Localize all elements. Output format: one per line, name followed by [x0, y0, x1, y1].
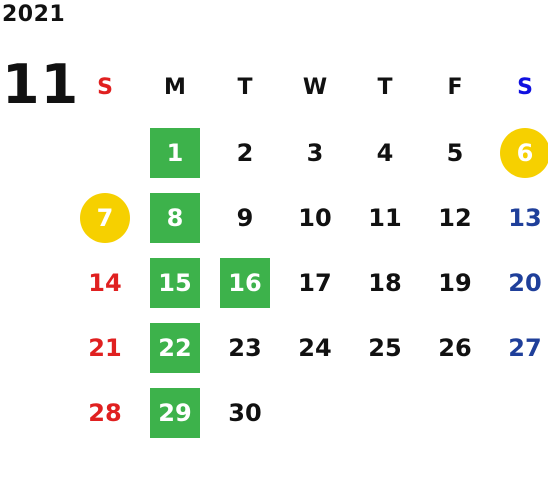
day-number: 27 — [508, 333, 542, 362]
day-number: 20 — [508, 268, 542, 297]
day-number: 10 — [298, 203, 332, 232]
day-number: 19 — [438, 268, 472, 297]
weekday-saturday: S — [517, 75, 533, 100]
day-cell — [490, 380, 548, 445]
day-cell: 30 — [210, 380, 280, 445]
weekday-monday: M — [164, 75, 186, 100]
day-cell: 4 — [350, 120, 420, 185]
day-cell: 20 — [490, 250, 548, 315]
day-number: 6 — [500, 127, 548, 178]
day-number: 3 — [306, 138, 324, 167]
day-cell: 12 — [420, 185, 490, 250]
day-number: 14 — [88, 268, 122, 297]
day-number: 7 — [80, 192, 130, 243]
day-cell: 19 — [420, 250, 490, 315]
day-number: 4 — [376, 138, 394, 167]
day-number: 23 — [228, 333, 262, 362]
day-cell: 7 — [70, 185, 140, 250]
day-number: 18 — [368, 268, 402, 297]
day-cell: 14 — [70, 250, 140, 315]
weekday-thursday: T — [377, 75, 393, 100]
day-cell: 18 — [350, 250, 420, 315]
day-cell — [280, 380, 350, 445]
day-cell: 2 — [210, 120, 280, 185]
day-cell: 5 — [420, 120, 490, 185]
day-number: 24 — [298, 333, 332, 362]
day-cell: 17 — [280, 250, 350, 315]
day-number: 16 — [220, 257, 270, 308]
day-cell: 29 — [140, 380, 210, 445]
year-label: 2021 — [2, 2, 66, 27]
calendar-grid: S M T W T F S 1 2 3 4 5 6 7 8 9 10 11 12… — [70, 55, 548, 445]
day-cell — [350, 380, 420, 445]
day-cell: 25 — [350, 315, 420, 380]
day-number: 1 — [150, 127, 200, 178]
day-cell — [420, 380, 490, 445]
month-number: 11 — [2, 53, 80, 116]
day-number: 9 — [236, 203, 254, 232]
day-cell: 10 — [280, 185, 350, 250]
day-number — [290, 388, 340, 438]
day-number: 26 — [438, 333, 472, 362]
day-cell: 11 — [350, 185, 420, 250]
day-cell: 15 — [140, 250, 210, 315]
day-cell: 9 — [210, 185, 280, 250]
day-number: 21 — [88, 333, 122, 362]
day-cell: 13 — [490, 185, 548, 250]
day-number: 12 — [438, 203, 472, 232]
day-number: 28 — [88, 398, 122, 427]
day-number: 2 — [236, 138, 254, 167]
day-number — [500, 388, 548, 438]
day-number: 30 — [228, 398, 262, 427]
day-number: 15 — [150, 257, 200, 308]
day-number — [430, 388, 480, 438]
day-number: 22 — [150, 322, 200, 373]
day-cell: 8 — [140, 185, 210, 250]
day-cell: 26 — [420, 315, 490, 380]
day-cell: 16 — [210, 250, 280, 315]
day-cell: 23 — [210, 315, 280, 380]
day-cell: 21 — [70, 315, 140, 380]
day-number: 5 — [446, 138, 464, 167]
day-cell: 6 — [490, 120, 548, 185]
day-cell: 27 — [490, 315, 548, 380]
weekday-friday: F — [447, 75, 463, 100]
day-number: 13 — [508, 203, 542, 232]
day-cell: 22 — [140, 315, 210, 380]
day-number: 17 — [298, 268, 332, 297]
day-number — [80, 128, 130, 178]
day-number: 29 — [150, 387, 200, 438]
day-cell: 28 — [70, 380, 140, 445]
weekday-tuesday: T — [237, 75, 253, 100]
day-number: 11 — [368, 203, 402, 232]
weekday-wednesday: W — [302, 75, 328, 100]
day-cell: 3 — [280, 120, 350, 185]
day-number: 25 — [368, 333, 402, 362]
weekday-sunday: S — [97, 75, 113, 100]
day-cell: 24 — [280, 315, 350, 380]
day-cell: 1 — [140, 120, 210, 185]
day-number: 8 — [150, 192, 200, 243]
day-number — [360, 388, 410, 438]
day-cell — [70, 120, 140, 185]
